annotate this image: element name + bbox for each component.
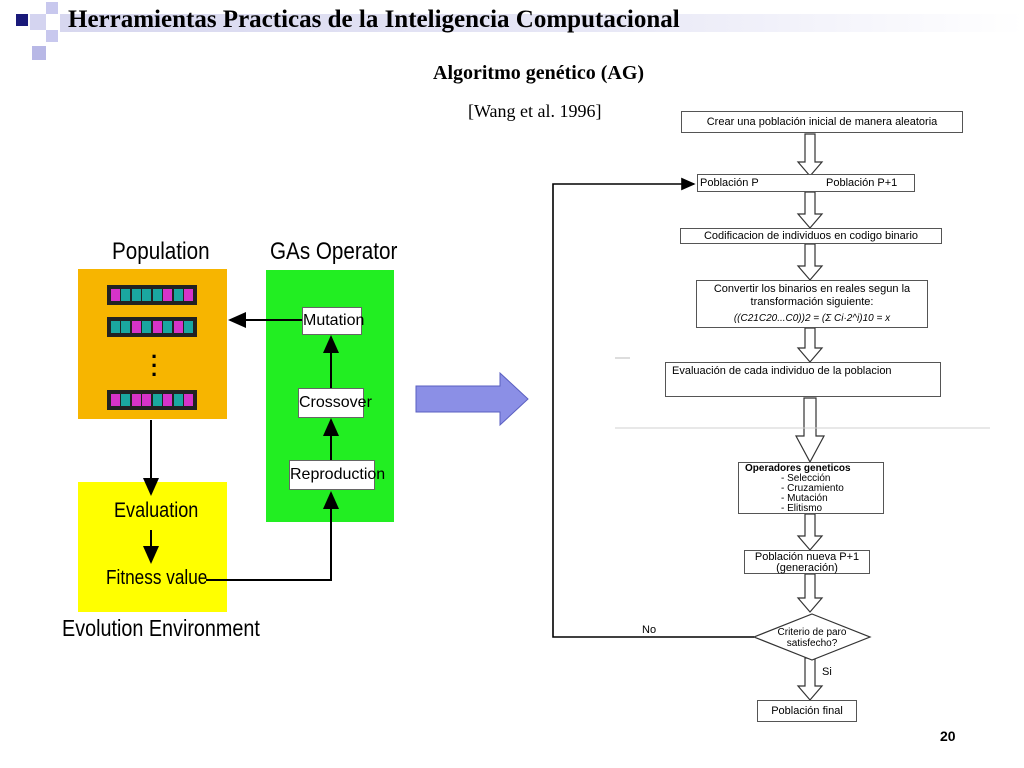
- title-bar: [0, 0, 1024, 60]
- title-decoration-square: [46, 30, 58, 42]
- flow-arrow: [796, 657, 824, 701]
- flow-arrow: [796, 191, 824, 229]
- edge-no-label: No: [642, 624, 657, 636]
- arrow-fitness-to-reproduction: [206, 491, 339, 581]
- operators-title: Operadores geneticos: [745, 463, 851, 474]
- citation: [Wang et al. 1996]: [468, 101, 602, 121]
- operator-item: - Selección: [781, 473, 831, 484]
- fitness-value-label: Fitness value: [106, 567, 208, 589]
- step-pop-p: Población P: [700, 177, 759, 189]
- operator-item: - Elitismo: [781, 503, 823, 514]
- title-decoration-square: [46, 2, 58, 14]
- title-decoration-square: [16, 14, 28, 26]
- step-formula: ((C21C20...C0))2 = (Σ Ci·2^i)10 = x: [733, 313, 891, 324]
- step-final: Población final: [757, 700, 857, 722]
- slide-title: Herramientas Practicas de la Inteligenci…: [68, 6, 680, 33]
- title-gradient: [60, 14, 1024, 32]
- operator-label: GAs Operator: [270, 238, 398, 265]
- flow-arrow: [796, 327, 824, 363]
- flow-arrow: [794, 397, 826, 464]
- criterion-line1: Criterio de paro: [777, 627, 847, 638]
- step-convert-line1: Convertir los binarios en reales segun l…: [713, 283, 911, 295]
- step-new-population: Población nueva P+1 (generación): [744, 550, 870, 574]
- criterion-text: Criterio de paro satisfecho?: [766, 627, 858, 649]
- title-decoration-square: [32, 46, 46, 60]
- step-encode: Codificacion de individuos en codigo bin…: [680, 228, 942, 244]
- more-chromosomes-dots: ···: [151, 344, 159, 387]
- step-new-pop-line2: (generación): [776, 562, 838, 574]
- crossover-operator: Crossover: [298, 388, 372, 418]
- chromosome: [107, 285, 197, 305]
- flow-arrow: [796, 513, 824, 551]
- flow-arrow: [796, 133, 824, 177]
- edge-yes-label: Si: [822, 666, 832, 678]
- mutation-operator: Mutation: [302, 307, 364, 335]
- chromosome: [107, 390, 197, 410]
- step-population-p-box: [697, 174, 915, 192]
- step-pop-p1: Población P+1: [826, 177, 898, 189]
- population-label: Population: [112, 238, 210, 265]
- transition-arrow: [415, 371, 529, 427]
- criterion-line2: satisfecho?: [786, 638, 838, 649]
- slide-subtitle: Algoritmo genético (AG): [433, 62, 645, 84]
- flow-arrow: [796, 243, 824, 281]
- step-operators: Operadores geneticos - Selección - Cruza…: [738, 462, 884, 514]
- step-new-pop-line1: Población nueva P+1: [754, 551, 860, 563]
- step-convert-line2: transformación siguiente:: [750, 296, 874, 308]
- loop-no-line: [552, 177, 754, 638]
- operator-item: - Cruzamiento: [781, 483, 844, 494]
- operator-item: - Mutación: [781, 493, 828, 504]
- step-evaluate: Evaluación de cada individuo de la pobla…: [665, 362, 941, 397]
- page-number: 20: [940, 728, 956, 744]
- criterion-diamond: [752, 613, 872, 661]
- evolution-environment-label: Evolution Environment: [62, 615, 260, 641]
- step-convert: Convertir los binarios en reales segun l…: [696, 280, 928, 328]
- reproduction-operator: Reproduction: [289, 460, 385, 490]
- title-decoration-square: [30, 14, 46, 30]
- evaluation-label: Evaluation: [114, 499, 199, 522]
- flow-arrow: [796, 573, 824, 613]
- step-init: Crear una población inicial de manera al…: [681, 111, 963, 133]
- chromosome: [107, 317, 197, 337]
